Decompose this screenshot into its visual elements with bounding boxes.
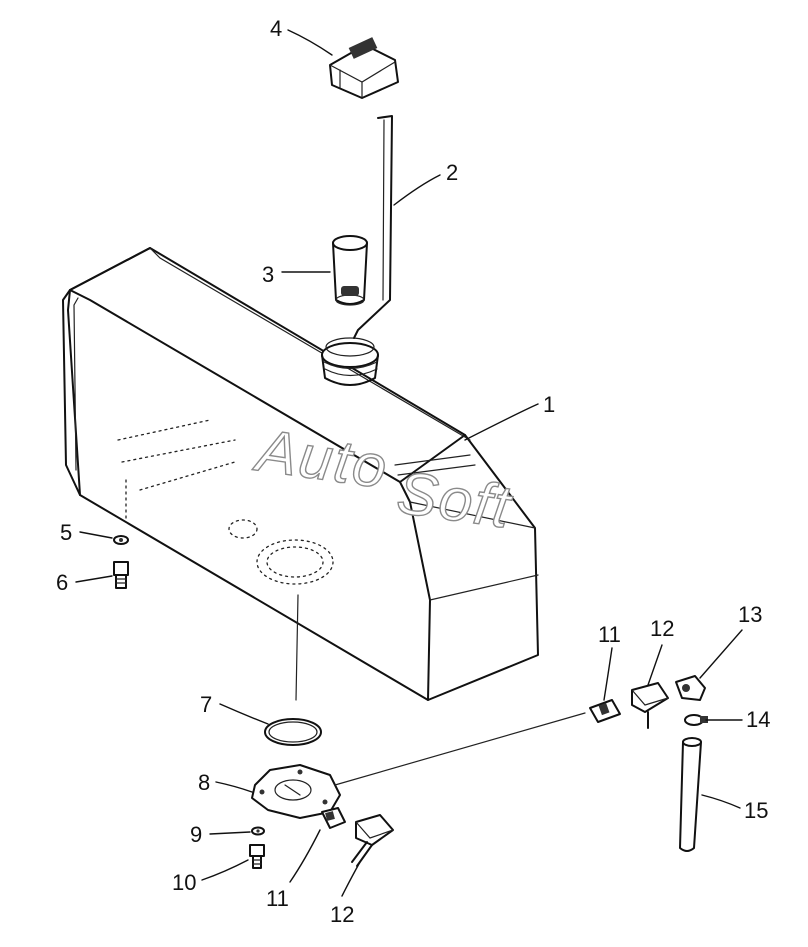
fitting-11-lower bbox=[321, 807, 346, 829]
callout-labels: 1 2 3 4 5 6 7 8 9 10 11 12 11 12 13 14 1… bbox=[56, 16, 770, 927]
washer-9 bbox=[251, 826, 265, 836]
gasket-o-ring bbox=[264, 718, 322, 746]
elbow-fitting-13 bbox=[675, 675, 706, 701]
callout-8: 8 bbox=[198, 770, 210, 795]
washer-5 bbox=[113, 535, 129, 545]
filler-cap bbox=[329, 37, 399, 99]
bolt-10 bbox=[249, 844, 265, 869]
assembly-guide-line-2 bbox=[334, 712, 586, 786]
callout-3: 3 bbox=[262, 262, 274, 287]
fitting-11-upper bbox=[589, 699, 621, 723]
callout-15: 15 bbox=[744, 798, 768, 823]
fuel-tank bbox=[62, 247, 539, 701]
callout-11-lower: 11 bbox=[266, 886, 289, 911]
banjo-fitting-12-upper bbox=[631, 682, 669, 729]
callout-1: 1 bbox=[543, 392, 555, 417]
callout-12-upper: 12 bbox=[650, 616, 674, 641]
assembly-guide-line bbox=[295, 594, 299, 701]
banjo-fitting-12-lower bbox=[351, 814, 394, 867]
leader-lines bbox=[75, 29, 743, 897]
sender-flange-plate bbox=[251, 764, 341, 819]
callout-5: 5 bbox=[60, 520, 72, 545]
callout-11-upper: 11 bbox=[598, 622, 621, 647]
fuel-hose-15 bbox=[679, 737, 702, 852]
filler-strainer bbox=[332, 235, 368, 306]
hose-clamp-14 bbox=[684, 714, 708, 726]
callout-12-lower: 12 bbox=[330, 902, 354, 927]
callout-13: 13 bbox=[738, 602, 762, 627]
watermark-part-soft: Soft bbox=[393, 459, 516, 541]
callout-4: 4 bbox=[270, 16, 282, 41]
callout-10: 10 bbox=[172, 870, 196, 895]
bolt-6 bbox=[113, 561, 129, 589]
fuel-gauge-rod bbox=[353, 115, 393, 339]
callout-9: 9 bbox=[190, 822, 202, 847]
callout-6: 6 bbox=[56, 570, 68, 595]
callout-14: 14 bbox=[746, 707, 770, 732]
callout-2: 2 bbox=[446, 160, 458, 185]
callout-7: 7 bbox=[200, 692, 212, 717]
